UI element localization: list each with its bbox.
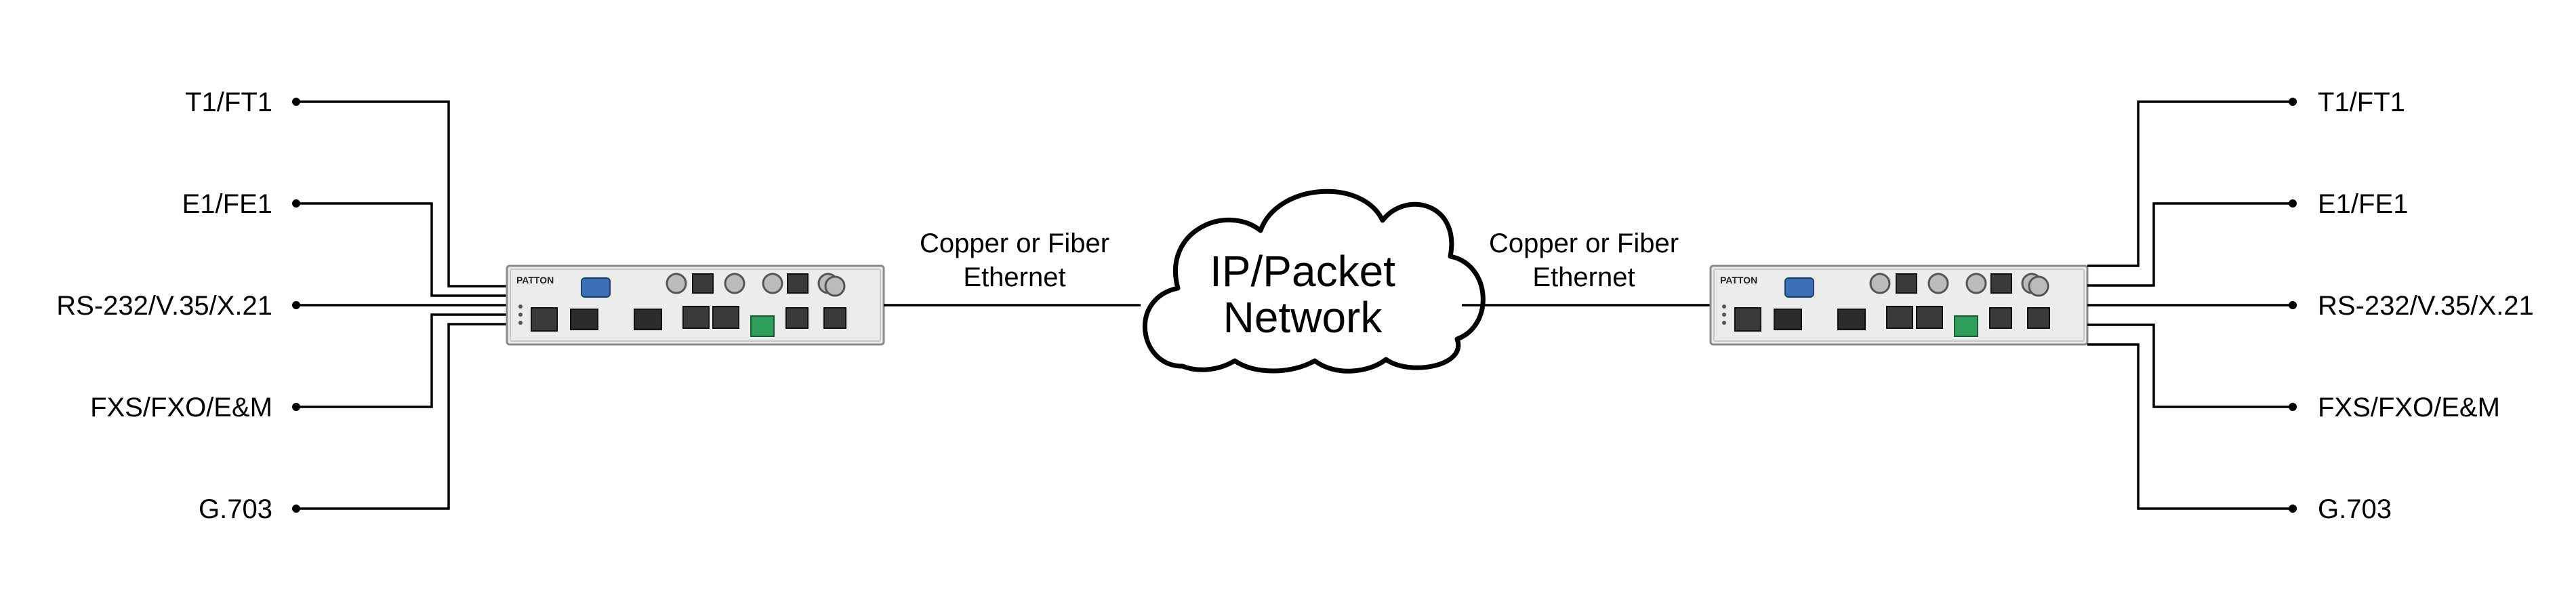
serial-port (581, 277, 611, 298)
right-link-label-line1: Copper or Fiber (1489, 229, 1679, 258)
right-wire-5 (2087, 343, 2293, 510)
cloud-label-line1: IP/Packet (1210, 247, 1395, 296)
rj45-port (1989, 307, 2012, 329)
left-wire-1 (296, 100, 507, 288)
right-interface-label-2: E1/FE1 (2318, 189, 2408, 219)
status-led (518, 304, 523, 309)
cloud-label-line2: Network (1223, 293, 1383, 342)
left-interfaces: T1/FT1 E1/FE1 RS-232/V.35/X.21 FXS/FXO/E… (56, 87, 507, 524)
bnc-connector (824, 275, 846, 297)
bnc-connector (1965, 273, 1987, 294)
status-led (518, 321, 523, 325)
rj45-port (785, 307, 809, 329)
left-interface-label-2: E1/FE1 (182, 189, 272, 219)
right-connector-dot-2 (2289, 199, 2297, 208)
e1-port (712, 306, 739, 329)
serial-port (1784, 277, 1814, 298)
e1-port (1886, 306, 1913, 329)
rj45-port (1734, 307, 1761, 332)
right-connector-dot-4 (2289, 403, 2297, 411)
status-led (1722, 313, 1726, 317)
left-link-label-line2: Ethernet (963, 262, 1065, 292)
status-led (1722, 321, 1726, 325)
bnc-connector (1927, 273, 1949, 294)
sfp-port (634, 309, 662, 330)
bnc-connector (724, 273, 745, 294)
left-interface-label-3: RS-232/V.35/X.21 (56, 291, 272, 321)
right-connector-dot-1 (2289, 98, 2297, 106)
status-led (518, 313, 523, 317)
left-interface-label-1: T1/FT1 (185, 87, 272, 117)
left-wire-5 (296, 323, 507, 510)
right-interfaces: T1/FT1 E1/FE1 RS-232/V.35/X.21 FXS/FXO/E… (2087, 87, 2534, 524)
sfp-port (1774, 309, 1802, 330)
right-wire-1 (2087, 100, 2293, 267)
bnc-connector (666, 273, 687, 294)
left-wire-2 (296, 202, 507, 297)
left-device: PATTON (506, 264, 885, 346)
device-bezel (510, 269, 881, 342)
left-link-label-line1: Copper or Fiber (920, 229, 1109, 258)
e1-port (1916, 306, 1943, 329)
left-interface-label-4: FXS/FXO/E&M (90, 393, 272, 422)
right-device: PATTON (1709, 264, 2089, 346)
rj45-port (692, 273, 714, 294)
bnc-connector (762, 273, 783, 294)
rj45-port (823, 307, 846, 329)
terminal-block (750, 315, 775, 337)
right-interface-label-1: T1/FT1 (2318, 87, 2405, 117)
e1-port (682, 306, 710, 329)
right-connector-dot-5 (2289, 505, 2297, 513)
right-wire-2 (2087, 202, 2293, 287)
rj45-port (787, 273, 809, 294)
device-logo: PATTON (516, 275, 554, 285)
status-led (1722, 304, 1726, 309)
bnc-connector (2028, 275, 2049, 297)
right-link-label-line2: Ethernet (1532, 262, 1635, 292)
device-bezel (1713, 269, 2085, 342)
device-logo: PATTON (1720, 275, 1757, 285)
sfp-port (1837, 309, 1866, 330)
rj45-port (2027, 307, 2050, 329)
cloud-shape (1143, 189, 1486, 374)
left-interface-label-5: G.703 (199, 494, 272, 524)
terminal-block (1954, 315, 1978, 337)
right-interface-label-5: G.703 (2318, 494, 2392, 524)
rj45-port (1896, 273, 1917, 294)
right-interface-label-3: RS-232/V.35/X.21 (2318, 291, 2534, 321)
sfp-port (570, 309, 598, 330)
right-interface-label-4: FXS/FXO/E&M (2318, 393, 2500, 422)
right-wire-4 (2087, 323, 2293, 408)
left-wire-4 (296, 313, 507, 408)
rj45-port (1990, 273, 2012, 294)
bnc-connector (1869, 273, 1891, 294)
rj45-port (531, 307, 558, 332)
ip-packet-network-cloud: IP/Packet Network (1143, 189, 1486, 374)
right-connector-dot-3 (2289, 301, 2297, 309)
